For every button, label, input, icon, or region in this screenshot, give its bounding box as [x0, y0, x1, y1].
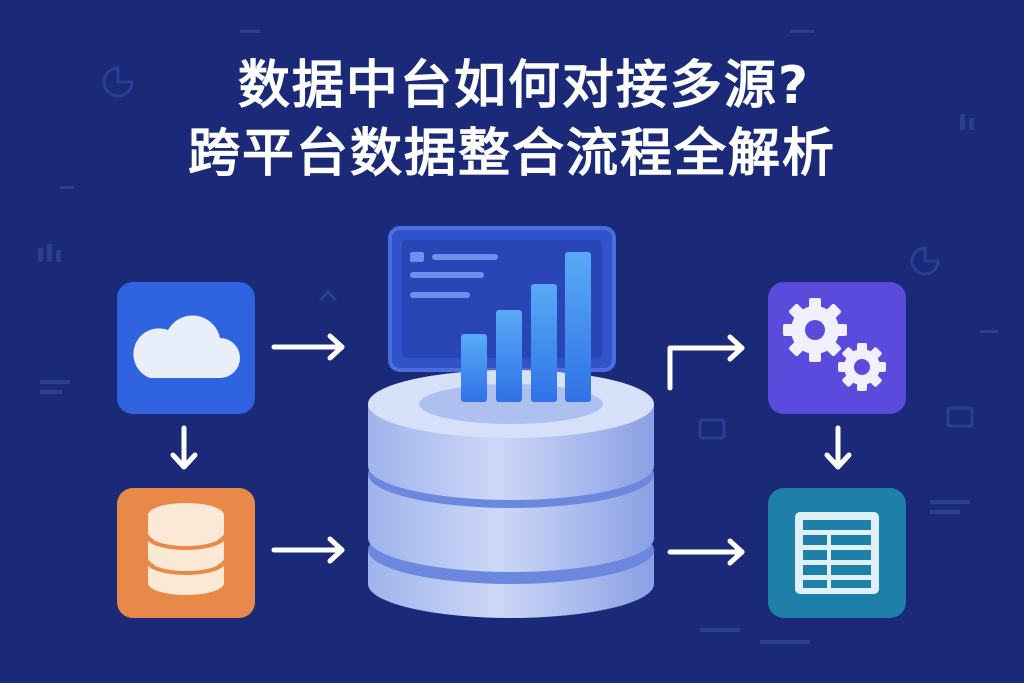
- output-table-tile: [768, 488, 906, 618]
- arrow-hub-to-table: [667, 538, 745, 566]
- bg-pie-icon-right: [910, 246, 940, 276]
- cloud-icon: [133, 315, 240, 378]
- bg-lines-right: [930, 500, 970, 504]
- bg-dashes: [60, 186, 74, 189]
- bg-bars: [38, 248, 43, 262]
- hub-bar-3: [531, 284, 557, 402]
- bg-chevron-icon: [318, 289, 338, 302]
- bg-bars-right: [960, 114, 965, 130]
- hub-bar-chart: [461, 252, 591, 402]
- bg-lines-bottom: [700, 628, 740, 632]
- title-line-2: 跨平台数据整合流程全解析: [187, 124, 836, 184]
- hub-bar-4: [565, 252, 591, 402]
- arrow-cloud-to-hub: [271, 333, 345, 361]
- arrow-hub-to-gears: [667, 334, 745, 391]
- source-database-tile: [117, 488, 255, 618]
- arrow-database-to-hub: [271, 536, 345, 564]
- process-gears-tile: [768, 282, 906, 414]
- hub-bar-2: [496, 310, 522, 402]
- arrow-gears-to-table: [824, 425, 852, 470]
- title-block: 数据中台如何对接多源? 跨平台数据整合流程全解析: [0, 52, 1024, 188]
- title-line-1: 数据中台如何对接多源?: [237, 56, 811, 116]
- gears-icon: [783, 298, 886, 391]
- bg-pie-icon: [102, 66, 134, 98]
- bg-window-icon: [698, 418, 726, 440]
- hub-bar-1: [461, 334, 487, 402]
- source-cloud-tile: [117, 282, 255, 414]
- table-icon: [795, 512, 879, 594]
- data-hub-cylinder-icon: [368, 370, 654, 618]
- arrow-cloud-to-database: [170, 425, 198, 470]
- bg-window-icon-2: [946, 406, 974, 428]
- bg-lines: [40, 380, 70, 384]
